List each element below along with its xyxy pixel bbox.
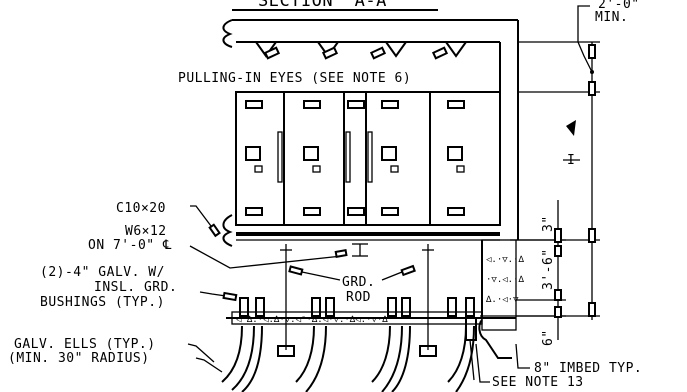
- dim-6in-label: 6": [541, 329, 556, 346]
- enclosure-break-bottom: [222, 214, 233, 247]
- dim-3ft6in-label: 3'-6": [541, 248, 556, 290]
- grd-rod-label-1: GRD.: [342, 275, 375, 290]
- dim-3in-label: 3": [541, 215, 556, 232]
- switchgear-cabinets: [235, 91, 501, 226]
- imbed-label: 8" IMBED TYP.: [534, 361, 642, 376]
- w6-beam-label: W6×12: [125, 224, 167, 239]
- svg-text:◁ˢ∆.·◁.∆·▽.◁ˢ·∆.◁·▽.·∆◁.·▽·∆: ◁ˢ∆.·◁.∆·▽.◁ˢ·∆.◁·▽.·∆◁.·▽·∆: [236, 315, 388, 325]
- w6-beam-spacing-label: ON 7'-0" ℄: [88, 238, 172, 253]
- svg-text:◁.·▽.·∆: ◁.·▽.·∆: [486, 255, 525, 265]
- ells-label-2: (MIN. 30" RADIUS): [8, 351, 150, 366]
- imbed-detail: [465, 317, 512, 381]
- svg-text:·▽.◁.·∆: ·▽.◁.·∆: [486, 275, 525, 285]
- section-title: SECTION "A-A": [258, 0, 398, 11]
- pad-dimension-line: [516, 200, 566, 340]
- section-arrow: [566, 120, 576, 136]
- ells-label-1: GALV. ELLS (TYP.): [14, 337, 156, 352]
- grd-rod-label-2: ROD: [346, 290, 371, 305]
- pulling-in-eyes: [255, 41, 467, 60]
- conduit-label-1: (2)-4" GALV. W/: [40, 265, 165, 280]
- c10-beam-label: C10×20: [116, 201, 166, 216]
- svg-text:∆.·◁·▽: ∆.·◁·▽: [485, 295, 519, 305]
- clearance-min-label: MIN.: [595, 10, 628, 25]
- clearance-dim-label: 2'-0": [598, 0, 640, 12]
- pulling-eyes-label: PULLING-IN EYES (SEE NOTE 6): [178, 71, 411, 86]
- conduit-label-3: BUSHINGS (TYP.): [40, 295, 165, 310]
- see-note-label: SEE NOTE 13: [492, 375, 584, 390]
- conduit-label-2: INSL. GRD.: [94, 280, 177, 295]
- ground-rods: [277, 244, 437, 357]
- floor-beams: [236, 232, 500, 257]
- clearance-leader: [577, 5, 590, 42]
- enclosure-break-top: [222, 19, 233, 48]
